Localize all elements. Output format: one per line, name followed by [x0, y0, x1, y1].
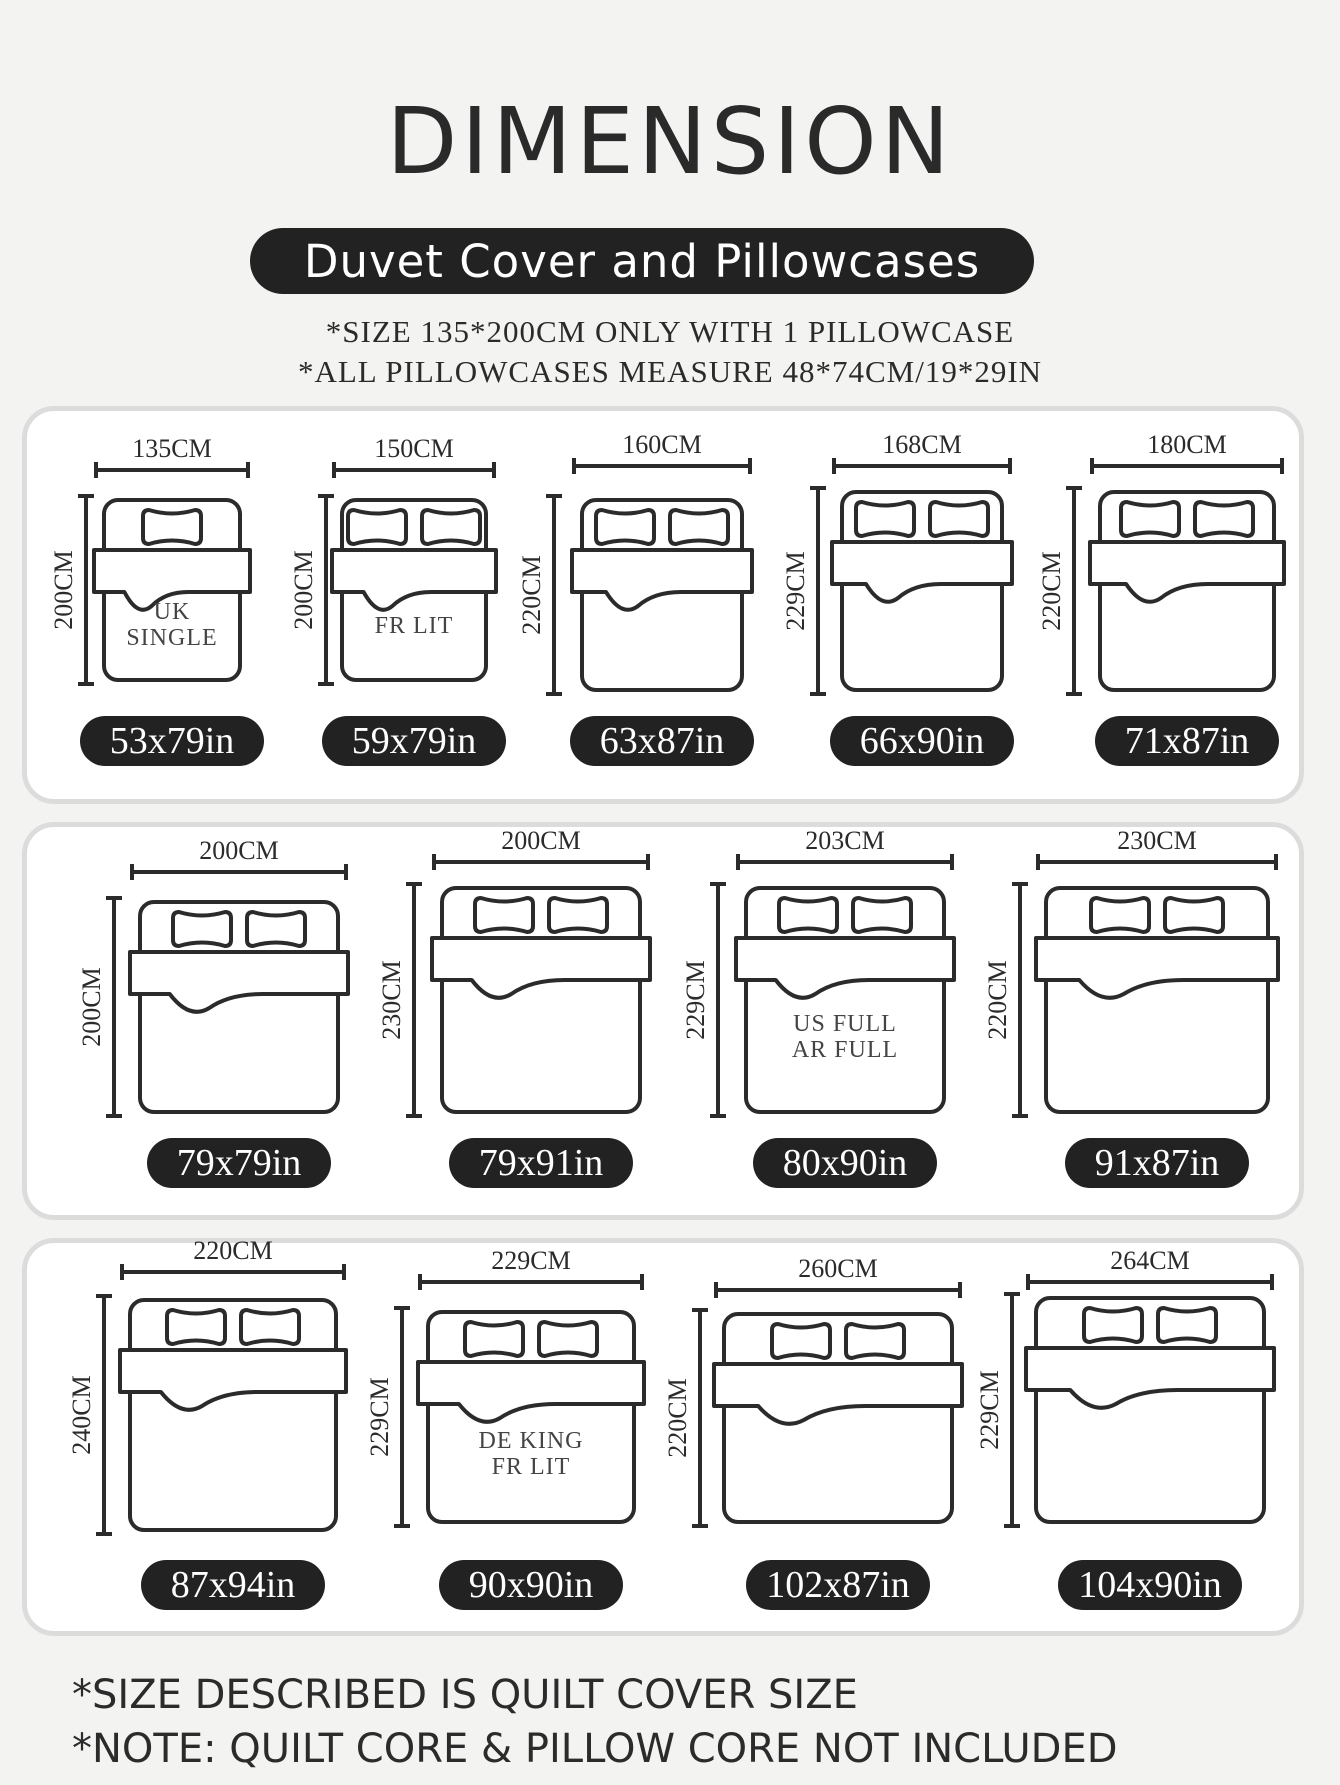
inches-badge: 104x90in [1058, 1560, 1242, 1610]
note-one-pillowcase: *SIZE 135*200CM ONLY WITH 1 PILLOWCASE [325, 314, 1015, 349]
height-label: 220CM [983, 960, 1012, 1040]
subtitle-banner: Duvet Cover and Pillowcases [250, 228, 1034, 294]
inches-badge: 90x90in [439, 1560, 623, 1610]
width-label: 180CM [1147, 430, 1227, 459]
inches-badge: 80x90in [753, 1138, 937, 1188]
inches-badge: 79x79in [147, 1138, 331, 1188]
page-title: DIMENSION [386, 88, 954, 195]
inches-badge: 63x87in [570, 716, 754, 766]
bed-type-label: DE KING [478, 1427, 584, 1454]
height-label: 220CM [517, 555, 546, 635]
width-label: 168CM [882, 430, 962, 459]
inches-badge: 79x91in [449, 1138, 633, 1188]
bed-type-label: FR LIT [491, 1453, 571, 1480]
width-label: 264CM [1110, 1246, 1190, 1275]
bed-type-label: FR LIT [374, 613, 454, 639]
width-label: 229CM [491, 1246, 571, 1275]
height-label: 229CM [365, 1377, 394, 1457]
inches-badge: 91x87in [1065, 1138, 1249, 1188]
inches-badge: 66x90in [830, 716, 1014, 766]
height-label: 229CM [681, 960, 710, 1040]
width-label: 160CM [622, 430, 702, 459]
height-label: 200CM [77, 967, 106, 1047]
inches-badge: 59x79in [322, 716, 506, 766]
note-pillowcase-size: *ALL PILLOWCASES MEASURE 48*74CM/19*29IN [297, 354, 1043, 389]
height-label: 200CM [289, 550, 318, 630]
inches-badge: 71x87in [1095, 716, 1279, 766]
note-core-not-included: *NOTE: QUILT CORE & PILLOW CORE NOT INCL… [72, 1726, 1118, 1772]
width-label: 200CM [199, 836, 279, 865]
bed-type-label: UK [153, 599, 191, 625]
note-size-described: *SIZE DESCRIBED IS QUILT COVER SIZE [72, 1672, 858, 1718]
bed-type-label: SINGLE [126, 625, 218, 651]
width-label: 230CM [1117, 826, 1197, 855]
height-label: 229CM [781, 551, 810, 631]
inches-badge: 87x94in [141, 1560, 325, 1610]
bed-type-label: US FULL [793, 1011, 897, 1038]
height-label: 240CM [67, 1375, 96, 1455]
inches-badge: 102x87in [746, 1560, 930, 1610]
width-label: 220CM [193, 1236, 273, 1265]
width-label: 150CM [374, 434, 454, 463]
width-label: 260CM [798, 1254, 878, 1283]
height-label: 230CM [377, 960, 406, 1040]
height-label: 220CM [663, 1378, 692, 1458]
height-label: 220CM [1037, 551, 1066, 631]
width-label: 200CM [501, 826, 581, 855]
bed-type-label: AR FULL [791, 1037, 899, 1064]
inches-badge: 53x79in [80, 716, 264, 766]
width-label: 135CM [132, 434, 212, 463]
height-label: 200CM [49, 550, 78, 630]
height-label: 229CM [975, 1370, 1004, 1450]
width-label: 203CM [805, 826, 885, 855]
